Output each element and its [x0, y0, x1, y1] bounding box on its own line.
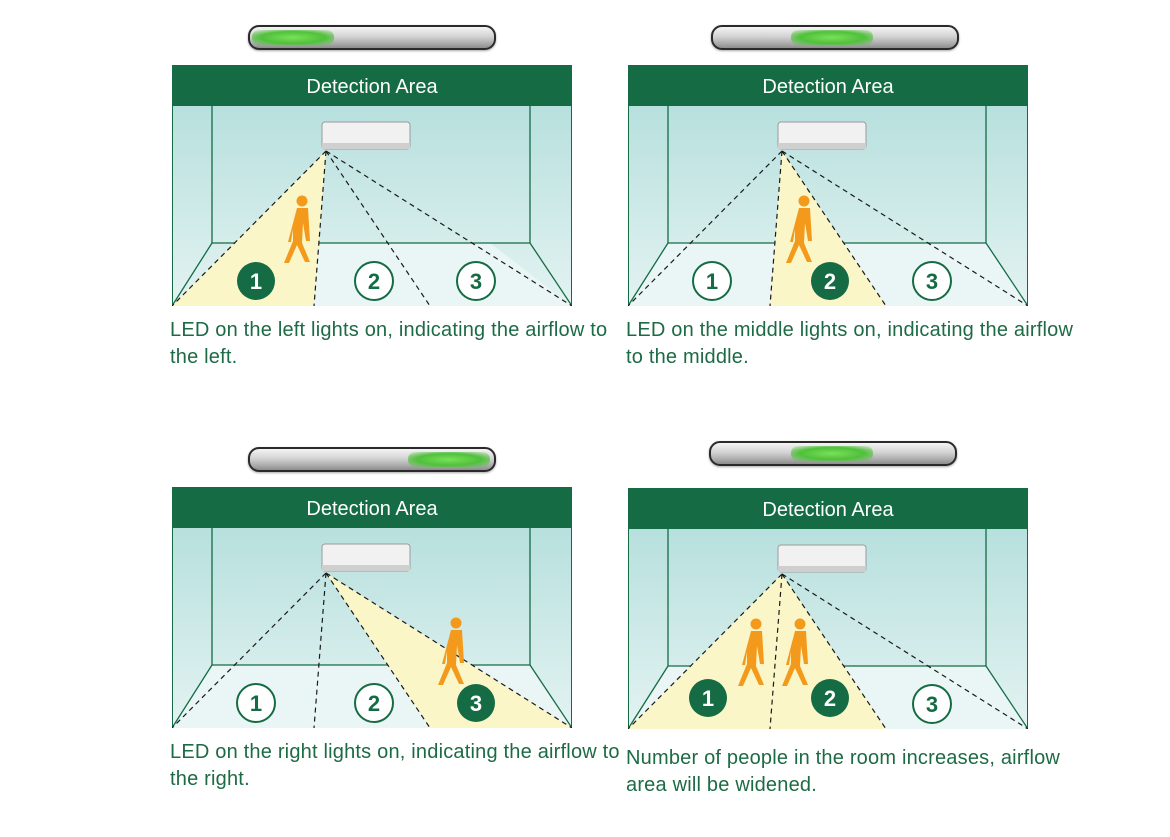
detection-area-room: 1 2 3 Detection Area [172, 65, 572, 306]
room-diagram: 1 2 3 Detection Area [172, 487, 572, 728]
detection-area-room: 1 2 3 Detection Area [628, 488, 1028, 729]
airflow-cone-zone-2 [770, 151, 886, 306]
zone-label-2: 2 [824, 269, 836, 294]
zone-label-2: 2 [368, 269, 380, 294]
zone-label-1: 1 [702, 686, 714, 711]
panel-left-airflow: 1 2 3 Detection Area LED on the left lig… [170, 25, 630, 415]
room-diagram: 1 2 3 Detection Area [172, 65, 572, 306]
airflow-guide-lines [172, 150, 572, 306]
zone-marker-3: 3 [456, 261, 496, 301]
detection-area-room: 1 2 3 Detection Area [172, 487, 572, 728]
person-icon [782, 618, 808, 686]
air-conditioner-unit [321, 121, 411, 150]
person-icon [284, 195, 310, 263]
panel-caption: Number of people in the room increases, … [626, 747, 1061, 796]
zone-marker-2: 2 [811, 679, 849, 717]
zone-marker-3: 3 [912, 684, 952, 724]
panel-caption: LED on the middle lights on, indicating … [626, 319, 1074, 368]
panel-right-airflow: 1 2 3 Detection Area LED on the right li… [170, 447, 630, 837]
led-glow-middle [791, 30, 873, 45]
detection-area-title: Detection Area [306, 76, 438, 98]
zone-label-1: 1 [250, 269, 262, 294]
detection-area-title: Detection Area [306, 498, 438, 520]
zone-label-3: 3 [470, 269, 482, 294]
detection-area-header [628, 488, 1028, 529]
zone-marker-1: 1 [692, 261, 732, 301]
person-icon [786, 195, 812, 263]
zone-label-3: 3 [926, 692, 938, 717]
air-conditioner-unit [777, 121, 867, 150]
detection-area-header [172, 65, 572, 106]
zone-marker-2: 2 [811, 262, 849, 300]
zone-marker-1: 1 [236, 683, 276, 723]
room-diagram: 1 2 3 Detection Area [628, 65, 1028, 306]
led-indicator-bar [248, 447, 496, 472]
zone-marker-2: 2 [354, 261, 394, 301]
led-indicator-bar [711, 25, 959, 50]
led-glow-left [252, 30, 334, 45]
led-indicator-bar [709, 441, 957, 466]
detection-area-header [172, 487, 572, 528]
air-conditioner-unit [321, 543, 411, 572]
person-icon [438, 617, 464, 685]
panel-middle-airflow: 1 2 3 Detection Area LED on the middle l… [626, 25, 1086, 415]
led-indicator-bar [248, 25, 496, 50]
zone-marker-3: 3 [457, 684, 495, 722]
zone-marker-1: 1 [689, 679, 727, 717]
zone-label-3: 3 [926, 269, 938, 294]
panel-caption: LED on the left lights on, indicating th… [170, 319, 608, 368]
zone-label-1: 1 [250, 691, 262, 716]
led-glow-middle [791, 446, 873, 461]
panel-caption: LED on the right lights on, indicating t… [170, 741, 620, 790]
detection-area-header [628, 65, 1028, 106]
air-conditioner-unit [777, 544, 867, 573]
zone-marker-1: 1 [237, 262, 275, 300]
airflow-guide-lines [628, 150, 1028, 306]
detection-area-title: Detection Area [762, 76, 894, 98]
room-edges [172, 528, 572, 728]
zone-label-2: 2 [824, 686, 836, 711]
detection-area-room: 1 2 3 Detection Area [628, 65, 1028, 306]
detection-area-title: Detection Area [762, 499, 894, 521]
zone-label-2: 2 [368, 691, 380, 716]
zone-label-1: 1 [706, 269, 718, 294]
airflow-guide-lines [628, 573, 1028, 729]
room-diagram: 1 2 3 Detection Area [628, 488, 1028, 729]
person-icon [738, 618, 764, 686]
led-glow-right [408, 452, 490, 467]
panel-widened-airflow: 1 2 3 Detection Area Number of people in… [626, 441, 1086, 831]
zone-marker-2: 2 [354, 683, 394, 723]
zone-marker-3: 3 [912, 261, 952, 301]
zone-label-3: 3 [470, 691, 482, 716]
